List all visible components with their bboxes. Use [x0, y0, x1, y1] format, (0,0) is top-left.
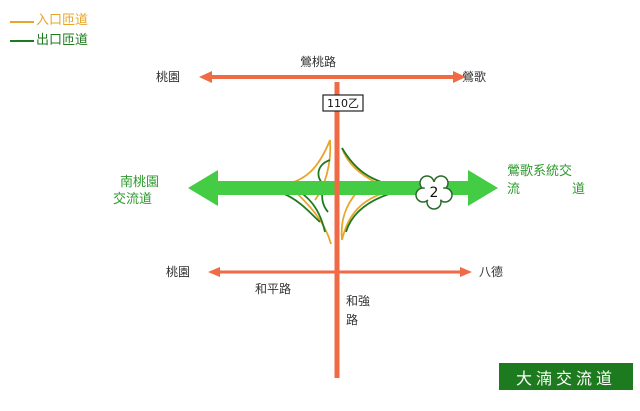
freeway-number: 2 [430, 185, 439, 201]
top-road-right-arrow [453, 71, 466, 83]
north-road-label: 鶯桃路 [300, 54, 336, 69]
bottom-road-left-arrow [208, 267, 220, 277]
freeway-right-label-line2b: 道 [572, 182, 585, 197]
freeway-shield: 2 [415, 175, 453, 210]
freeway-right-label-line1: 鶯歌系統交 [507, 163, 572, 179]
freeway-left-label-line1: 南桃園 [120, 174, 159, 190]
interchange-title: 大湳交流道 [499, 363, 633, 390]
bottom-right-destination: 八德 [479, 264, 503, 279]
bottom-road-label: 和平路 [255, 281, 291, 296]
top-right-destination: 鶯歌 [462, 69, 486, 84]
freeway-right-label-line2a: 流 [507, 182, 520, 197]
route-label: 110乙 [327, 97, 359, 110]
bottom-left-destination: 桃園 [166, 264, 190, 279]
bottom-road-right-arrow [460, 267, 472, 277]
top-road-left-arrow [199, 71, 212, 83]
south-road-label-line2: 路 [346, 312, 358, 327]
freeway-left-label-line2: 交流道 [113, 191, 152, 207]
route-label-box [322, 94, 364, 112]
top-left-destination: 桃園 [156, 69, 180, 84]
south-road-label-line1: 和強 [346, 294, 370, 308]
freeway-right-arrow [468, 170, 498, 206]
legend-entrance-label: 入口匝道 [36, 13, 88, 28]
legend-exit-label: 出口匝道 [36, 33, 88, 48]
freeway-left-arrow [188, 170, 218, 206]
freeway-band [210, 181, 478, 195]
